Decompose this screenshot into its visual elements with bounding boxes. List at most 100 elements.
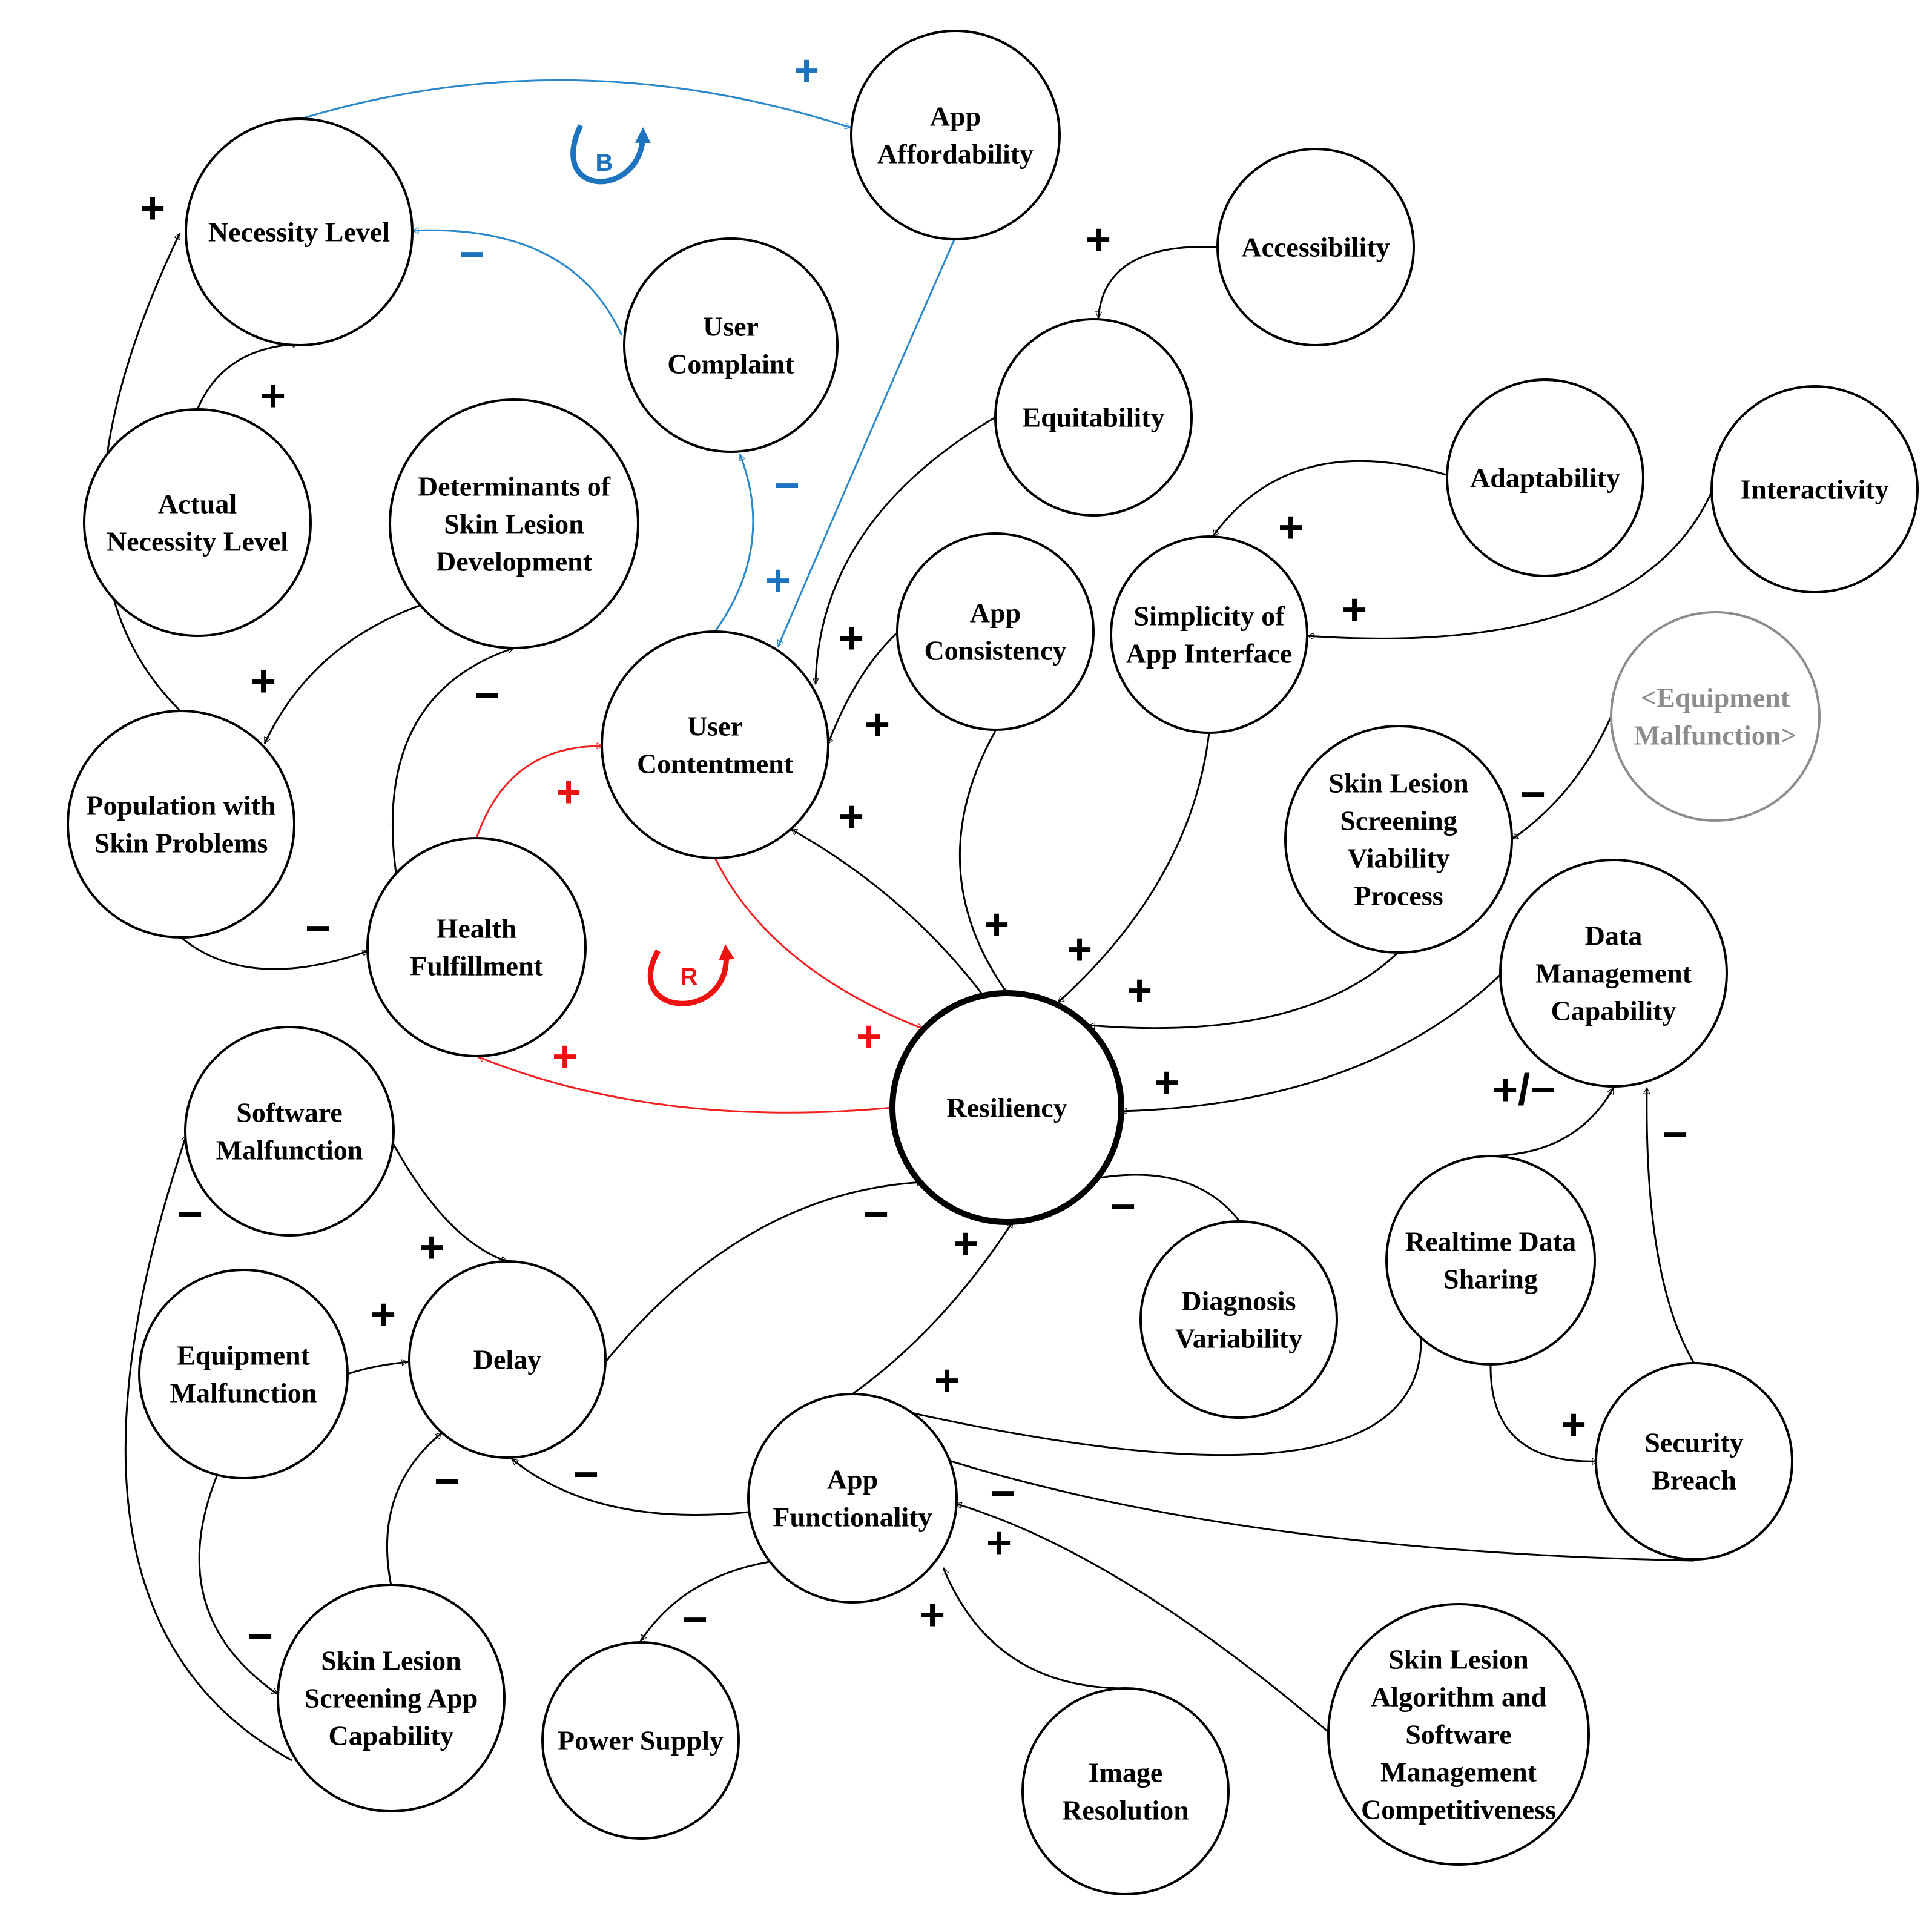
node-label: Contentment bbox=[637, 748, 794, 779]
polarity-health-to-contentment: + bbox=[556, 768, 581, 816]
node-label: Software bbox=[1405, 1719, 1511, 1750]
polarity-simplicity-to-resiliency: + bbox=[1067, 925, 1092, 974]
node-label: Security bbox=[1644, 1427, 1744, 1458]
polarity-security-to-data: − bbox=[1663, 1111, 1688, 1159]
polarity-consistency-to-resiliency: + bbox=[984, 900, 1009, 949]
node-label: Skin Lesion bbox=[444, 509, 584, 540]
node-accessibility: Accessibility bbox=[1216, 148, 1415, 346]
polarity-complaint-to-necessity: − bbox=[459, 230, 484, 279]
node-circle bbox=[850, 30, 1061, 240]
node-label: Fulfillment bbox=[410, 951, 543, 982]
node-label: Necessity Level bbox=[107, 526, 288, 557]
node-label: Software bbox=[236, 1097, 342, 1128]
polarity-diagnosis-to-resiliency: − bbox=[1110, 1183, 1136, 1231]
node-label: Equipment bbox=[177, 1340, 311, 1371]
node-label: App bbox=[970, 598, 1021, 629]
polarity-algorithm-to-functionality: + bbox=[986, 1519, 1012, 1567]
link-population-to-health bbox=[180, 936, 369, 970]
node-equitability: Equitability bbox=[994, 318, 1193, 517]
link-functionality-to-power bbox=[639, 1561, 770, 1641]
node-circle bbox=[184, 1026, 395, 1237]
link-adaptability-to-simplicity bbox=[1212, 460, 1449, 537]
polarity-functionality-to-resiliency: + bbox=[953, 1220, 978, 1268]
node-circle bbox=[138, 1269, 349, 1479]
node-label: Equitability bbox=[1022, 402, 1164, 433]
node-label: Complaint bbox=[667, 349, 794, 380]
node-circle bbox=[67, 710, 295, 939]
loop-markers: BR bbox=[570, 124, 735, 1006]
reinforcing-loop-label: R bbox=[681, 963, 698, 990]
node-label: Health bbox=[437, 913, 517, 944]
node-circle bbox=[601, 630, 829, 859]
link-realtime-to-security bbox=[1489, 1364, 1598, 1461]
node-label: Capability bbox=[1551, 996, 1676, 1026]
node-circle bbox=[277, 1584, 506, 1812]
polarity-signs: +−+−++++++++−−+++++++−+−−++/−−++−++−−++−… bbox=[140, 47, 1688, 1660]
node-circle bbox=[389, 398, 639, 649]
node-label: App Interface bbox=[1126, 638, 1293, 669]
node-necessity-level: Necessity Level bbox=[185, 117, 414, 346]
link-functionality-to-delay bbox=[511, 1458, 749, 1516]
link-equipment-to-capability bbox=[198, 1474, 278, 1696]
node-circle bbox=[541, 1641, 740, 1840]
node-label: Skin Lesion bbox=[321, 1645, 461, 1676]
node-label: Capability bbox=[328, 1720, 453, 1751]
node-label: Resiliency bbox=[946, 1092, 1067, 1123]
link-realtime-to-functionality bbox=[906, 1334, 1422, 1456]
node-circle bbox=[889, 990, 1124, 1225]
polarity-contentment-to-complaint: − bbox=[774, 461, 800, 510]
link-functionality-to-resiliency bbox=[852, 1221, 1014, 1395]
link-data-to-resiliency bbox=[1121, 972, 1503, 1111]
node-resiliency: Resiliency bbox=[889, 990, 1124, 1225]
polarity-population-to-necessity: + bbox=[140, 184, 165, 233]
node-circle bbox=[623, 237, 839, 453]
link-realtime-to-data bbox=[1490, 1088, 1615, 1157]
node-label: Variability bbox=[1175, 1323, 1302, 1354]
node-label: Consistency bbox=[924, 635, 1066, 666]
node-label: Affordability bbox=[877, 139, 1034, 170]
polarity-viability-to-resiliency: + bbox=[1127, 966, 1152, 1015]
node-circle bbox=[1021, 1687, 1230, 1895]
node-label: Population with bbox=[86, 790, 275, 821]
node-circle bbox=[994, 318, 1193, 517]
polarity-realtime-to-functionality: + bbox=[934, 1356, 960, 1405]
link-shadow-to-viability bbox=[1512, 716, 1612, 841]
node-label: Determinants of bbox=[418, 471, 611, 502]
node-circle bbox=[896, 532, 1095, 731]
node-circle bbox=[747, 1393, 958, 1604]
polarity-contentment-to-resiliency: + bbox=[856, 1013, 882, 1061]
node-circle bbox=[83, 408, 312, 637]
node-label: Actual bbox=[158, 489, 237, 520]
polarity-interactivity-to-simplicity: + bbox=[1342, 586, 1367, 634]
link-equitability-to-contentment bbox=[816, 416, 996, 684]
link-contentment-to-complaint bbox=[714, 454, 754, 632]
polarity-equipment-to-capability: − bbox=[248, 1612, 273, 1660]
polarity-realtime-to-data: +/− bbox=[1492, 1066, 1555, 1114]
node-label: Diagnosis bbox=[1181, 1286, 1296, 1317]
node-circle bbox=[1139, 1220, 1338, 1419]
node-label: Adaptability bbox=[1470, 463, 1620, 494]
node-circle bbox=[1110, 535, 1308, 734]
node-circle bbox=[1610, 611, 1821, 822]
link-image-to-functionality bbox=[942, 1568, 1126, 1690]
node-label: Management bbox=[1535, 958, 1692, 989]
node-label: Malfunction bbox=[216, 1135, 363, 1166]
polarity-capability-to-software: − bbox=[177, 1190, 203, 1238]
node-interactivity: Interactivity bbox=[1710, 385, 1919, 593]
